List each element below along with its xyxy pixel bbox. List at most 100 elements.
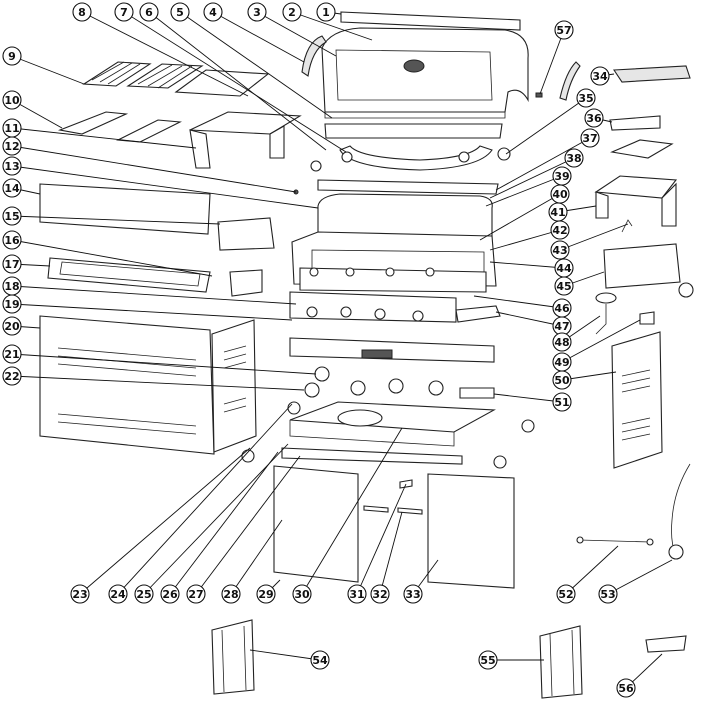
callout-badge-6: 6 [139, 2, 159, 22]
part-lid-handle [324, 123, 503, 171]
leader-line-39 [485, 175, 563, 207]
part-grill-lid [321, 27, 529, 119]
part-burners [299, 267, 487, 293]
part-grease-holder [459, 387, 495, 399]
callout-badge-16: 16 [2, 230, 22, 250]
leader-line-57 [539, 29, 565, 95]
leader-line-21 [11, 353, 317, 375]
callout-circle [2, 136, 22, 156]
callout-number: 29 [258, 588, 273, 601]
callout-number: 2 [288, 6, 296, 19]
callout-circle [2, 90, 22, 110]
callout-circle [550, 220, 570, 240]
part-left-side-panel [39, 183, 211, 235]
callout-number: 57 [556, 24, 571, 37]
callout-number: 15 [4, 210, 19, 223]
callout-badge-33: 33 [403, 584, 423, 604]
part-side-shelf-right [594, 175, 678, 227]
callout-number: 6 [145, 6, 153, 19]
leader-line-4 [212, 11, 305, 63]
callout-badge-52: 52 [556, 584, 576, 604]
part-tank-bracket-left [211, 619, 255, 695]
callout-badge-43: 43 [550, 240, 570, 260]
leader-line-51 [493, 393, 563, 403]
part-tray-support [229, 269, 263, 297]
callout-number: 37 [582, 132, 597, 145]
callout-circle [316, 2, 336, 22]
callout-circle [310, 650, 330, 670]
part-drip-tray [47, 257, 211, 293]
callout-number: 22 [4, 370, 19, 383]
callout-badge-41: 41 [548, 202, 568, 222]
callout-number: 16 [4, 234, 20, 247]
callout-badge-18: 18 [2, 276, 22, 296]
part-right-cabinet-side [611, 331, 663, 469]
callout-badge-26: 26 [160, 584, 180, 604]
callout-circle [170, 2, 190, 22]
callout-circle [186, 584, 206, 604]
callout-number: 10 [4, 94, 20, 107]
callout-circle [590, 66, 610, 86]
callout-circle [247, 2, 267, 22]
part-cooking-grates [82, 61, 270, 97]
callout-circle [584, 108, 604, 128]
leader-line-37 [495, 137, 591, 191]
callout-number: 31 [349, 588, 364, 601]
callout-badge-49: 49 [552, 352, 572, 372]
callout-circle [2, 344, 22, 364]
part-grease-cup [645, 635, 687, 653]
callout-badge-50: 50 [552, 370, 572, 390]
part-bottom-shelf [289, 401, 496, 447]
part-warming-rack [317, 179, 499, 195]
callout-number: 39 [554, 170, 569, 183]
leader-line-46 [473, 295, 563, 309]
callout-number: 17 [4, 258, 19, 271]
callout-circle [134, 584, 154, 604]
callout-circle [478, 650, 498, 670]
part-left-door [273, 465, 359, 583]
leader-line-42 [489, 229, 561, 251]
callout-number: 1 [322, 6, 330, 19]
callout-circle [2, 178, 22, 198]
part-lid-right-bracket [559, 61, 581, 101]
callout-badge-5: 5 [170, 2, 190, 22]
part-lid-side-bracket [301, 35, 327, 77]
callout-badge-45: 45 [554, 276, 574, 296]
leader-line-44 [489, 261, 565, 269]
callout-number: 21 [4, 348, 19, 361]
part-storage-box [217, 217, 275, 251]
callout-circle [256, 584, 276, 604]
leader-line-3 [256, 11, 337, 57]
callout-number: 26 [162, 588, 178, 601]
leader-line-12 [11, 145, 297, 193]
callout-circle [2, 206, 22, 226]
leader-line-10 [11, 99, 63, 129]
leader-line-49 [561, 319, 641, 363]
callout-number: 5 [176, 6, 184, 19]
callout-number: 38 [566, 152, 581, 165]
callout-number: 23 [72, 588, 87, 601]
callout-number: 46 [554, 302, 570, 315]
callout-number: 36 [586, 112, 602, 125]
callout-badge-35: 35 [576, 88, 596, 108]
callout-badge-4: 4 [203, 2, 223, 22]
callout-badge-57: 57 [554, 20, 574, 40]
callout-badge-48: 48 [552, 332, 572, 352]
leader-line-54 [249, 649, 321, 661]
callout-badge-44: 44 [554, 258, 574, 278]
callout-badge-20: 20 [2, 316, 22, 336]
callout-number: 14 [4, 182, 20, 195]
callout-number: 13 [4, 160, 19, 173]
callout-number: 44 [556, 262, 572, 275]
callout-number: 34 [592, 70, 608, 83]
leader-line-19 [11, 303, 293, 321]
part-bottom-rail [281, 447, 463, 465]
part-ignitor-button [497, 147, 511, 161]
part-right-side-panel [603, 243, 681, 289]
part-tank-bracket-right [539, 625, 583, 699]
callout-circle [2, 156, 22, 176]
callout-circle [221, 584, 241, 604]
part-left-cabinet-side [39, 315, 215, 455]
callout-badge-40: 40 [550, 184, 570, 204]
